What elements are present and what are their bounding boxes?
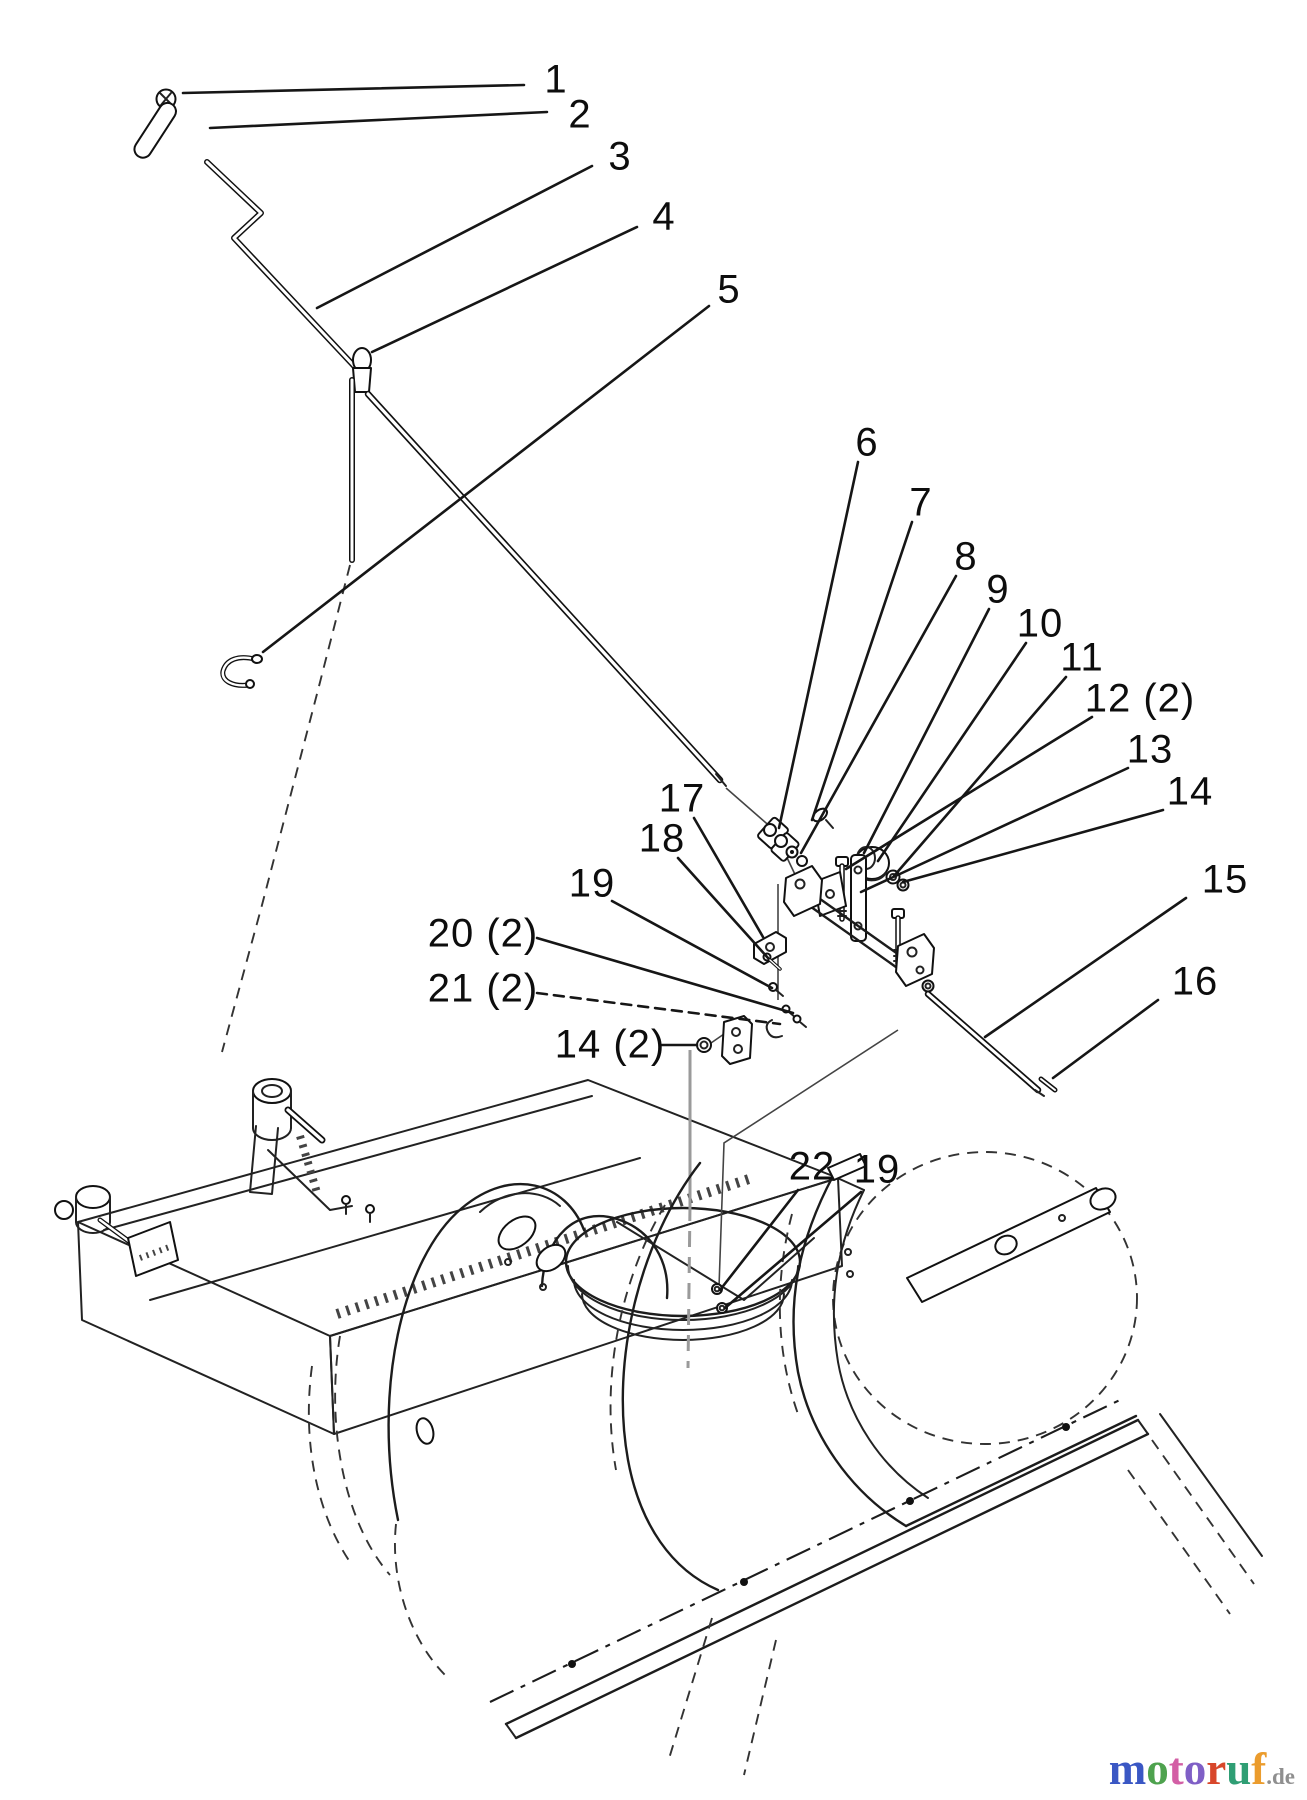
- leader-line-9: [862, 607, 991, 855]
- leader-line-7: [810, 520, 914, 822]
- watermark-letter: o: [1146, 1744, 1169, 1794]
- leader-line-21 (2): [535, 991, 782, 1026]
- leader-line-13: [859, 766, 1130, 894]
- blower-housing: [307, 1050, 854, 1677]
- leader-line-3: [315, 164, 594, 310]
- leader-line-22: [718, 1188, 800, 1292]
- leader-line-6: [777, 460, 860, 830]
- leader-line-1: [181, 83, 526, 95]
- leader-line-19: [610, 899, 774, 990]
- leader-line-15: [983, 896, 1188, 1039]
- leader-line-16: [1051, 998, 1160, 1080]
- leader-line-4: [370, 225, 639, 354]
- leader-line-20 (2): [535, 936, 795, 1015]
- watermark-letter: m: [1108, 1744, 1147, 1794]
- leader-line-14: [901, 808, 1165, 884]
- leader-line-8: [799, 574, 958, 855]
- scraper-blade: [489, 1397, 1263, 1776]
- leader-line-11: [892, 675, 1068, 878]
- watermark-letter: r: [1206, 1744, 1227, 1794]
- frame-assembly: [54, 1078, 843, 1445]
- leader-line-18: [676, 856, 770, 960]
- watermark-letter: f: [1251, 1744, 1267, 1794]
- leader-line-10: [876, 641, 1028, 863]
- leader-lines: [181, 83, 1188, 1310]
- leader-line-17: [692, 816, 765, 939]
- linkage-hardware: [696, 807, 1058, 1314]
- side-panel: [778, 1151, 1138, 1528]
- watermark-letter: o: [1183, 1744, 1207, 1794]
- watermark-suffix: .de: [1266, 1764, 1295, 1789]
- watermark-letter: u: [1226, 1744, 1252, 1794]
- leader-line-19: [723, 1190, 863, 1310]
- watermark-logo: motoruf.de: [1109, 1747, 1295, 1792]
- watermark-letter: t: [1168, 1744, 1184, 1794]
- watermark-brand: motoruf: [1109, 1744, 1267, 1794]
- leader-line-12 (2): [844, 715, 1094, 871]
- leader-line-2: [208, 110, 549, 130]
- handle-rod-assembly: [133, 88, 782, 1053]
- leader-line-5: [261, 304, 711, 654]
